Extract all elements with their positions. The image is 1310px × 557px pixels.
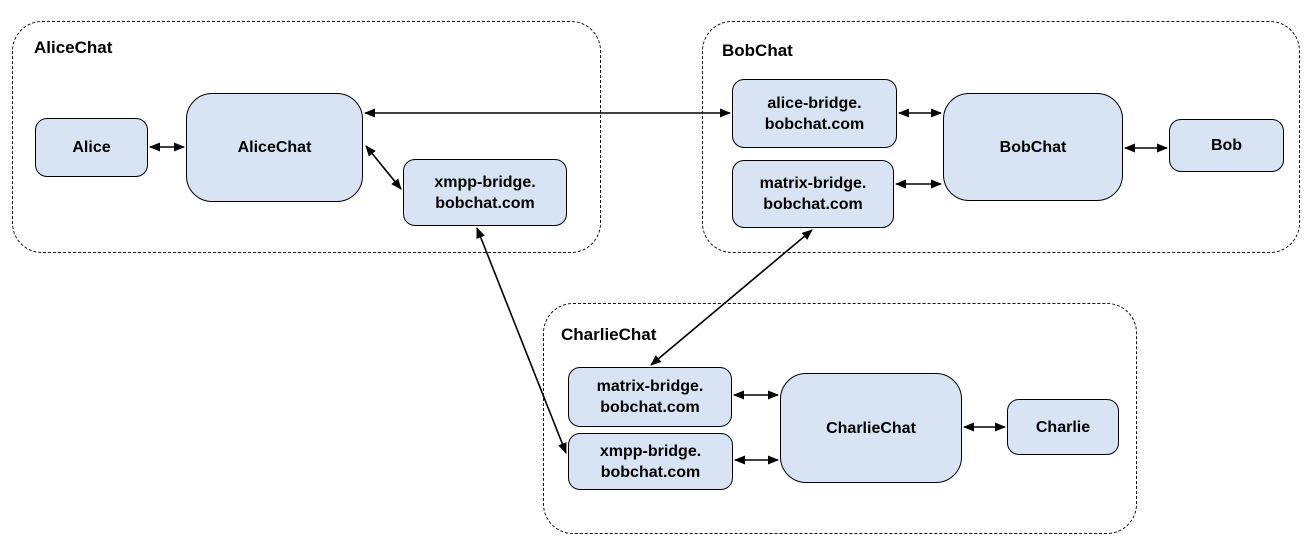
node-charliechat-server: CharlieChat [780, 373, 962, 483]
node-alice: Alice [35, 118, 148, 177]
node-alice-xmpp-bridge: xmpp-bridge. bobchat.com [403, 159, 567, 226]
node-bob: Bob [1169, 119, 1284, 172]
node-bob-matrix-bridge: matrix-bridge. bobchat.com [732, 160, 894, 228]
node-alicechat-server: AliceChat [186, 93, 363, 202]
container-bobchat: BobChat [702, 21, 1300, 253]
container-label-bobchat: BobChat [722, 41, 793, 60]
node-charlie: Charlie [1007, 399, 1119, 455]
container-label-charliechat: CharlieChat [561, 325, 657, 344]
container-alicechat: AliceChat [12, 21, 601, 253]
node-charlie-xmpp-bridge: xmpp-bridge. bobchat.com [568, 433, 733, 490]
node-charlie-matrix-bridge: matrix-bridge. bobchat.com [568, 367, 732, 427]
container-label-alicechat: AliceChat [34, 38, 113, 57]
node-bobchat-server: BobChat [943, 93, 1123, 201]
node-bob-alice-bridge: alice-bridge. bobchat.com [732, 79, 897, 148]
